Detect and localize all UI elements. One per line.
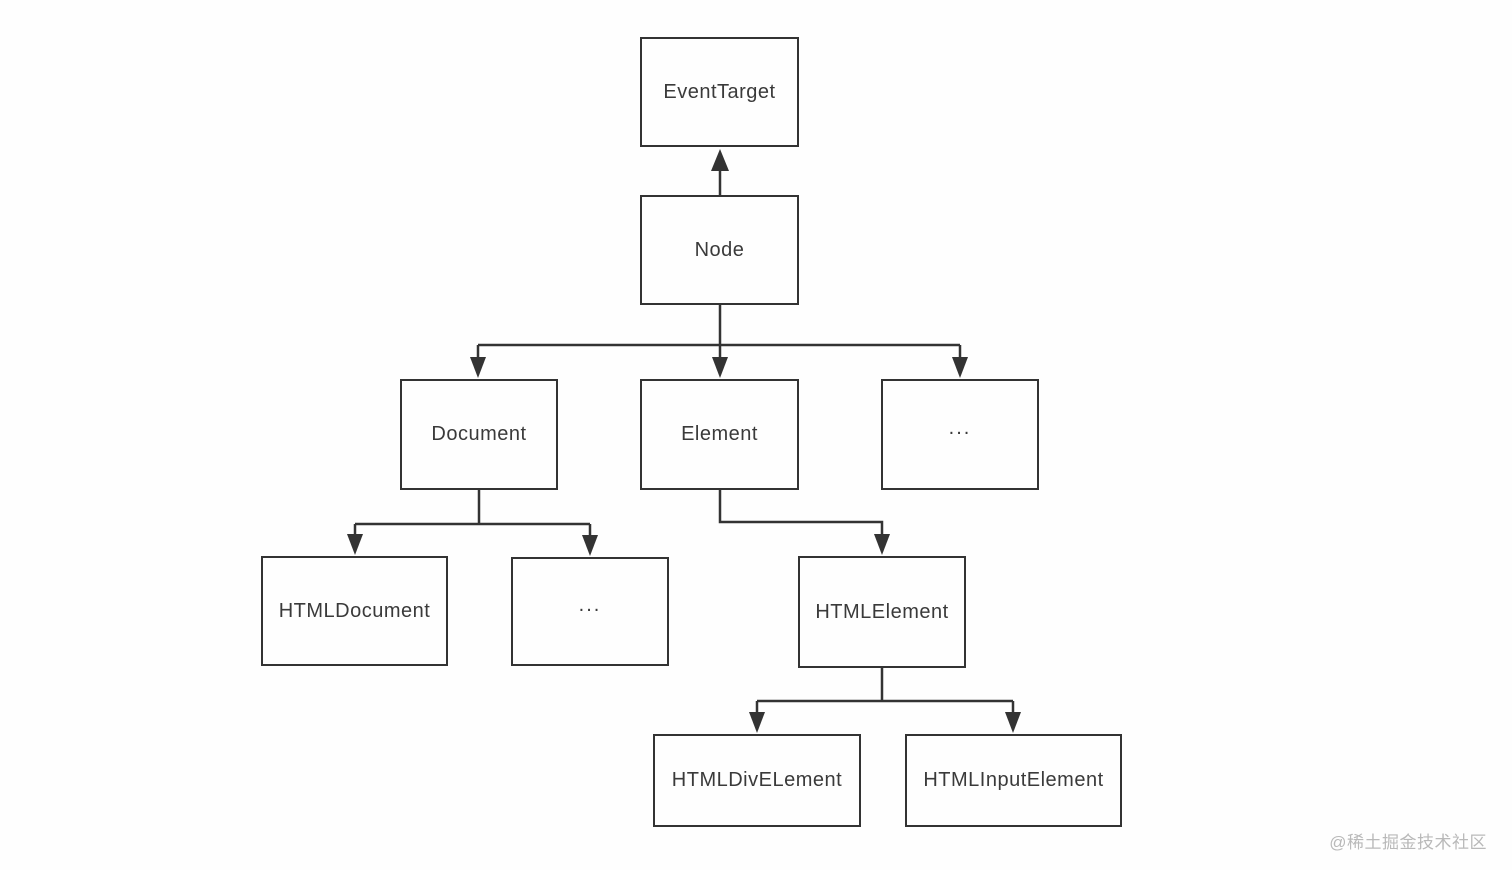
edge-element-to-htmlelement <box>718 490 890 555</box>
node-htmlelement: HTMLElement <box>798 556 966 668</box>
node-htmlelement-label: HTMLElement <box>815 600 949 623</box>
node-htmldocument-label: HTMLDocument <box>278 599 431 622</box>
edge-htmlelement-to-children <box>749 668 1021 733</box>
edge-document-to-children <box>347 490 598 556</box>
node-eventtarget-label: EventTarget <box>663 80 776 103</box>
node-ellipsis-top-label: ... <box>948 417 972 439</box>
node-htmldivelement-label: HTMLDivELement <box>671 769 843 791</box>
edge-node-to-children <box>470 305 968 378</box>
node-htmldivelement: HTMLDivELement <box>653 734 861 827</box>
node-htmlinputelement: HTMLInputElement <box>905 734 1122 827</box>
node-node: Node <box>640 195 799 305</box>
node-ellipsis-top: ... <box>881 379 1039 490</box>
node-node-label: Node <box>694 238 745 261</box>
edge-node-to-eventtarget <box>711 149 729 195</box>
node-ellipsis-bottom: ... <box>511 557 669 666</box>
watermark: @稀土掘金技术社区 <box>1329 833 1487 852</box>
node-element-label: Element <box>681 423 758 445</box>
node-document-label: Document <box>431 423 527 445</box>
node-htmlinputelement-label: HTMLInputElement <box>923 769 1104 791</box>
node-ellipsis-bottom-label: ... <box>578 594 602 616</box>
node-element: Element <box>640 379 799 490</box>
node-htmldocument: HTMLDocument <box>261 556 448 666</box>
node-document: Document <box>400 379 558 490</box>
node-eventtarget: EventTarget <box>640 37 799 147</box>
